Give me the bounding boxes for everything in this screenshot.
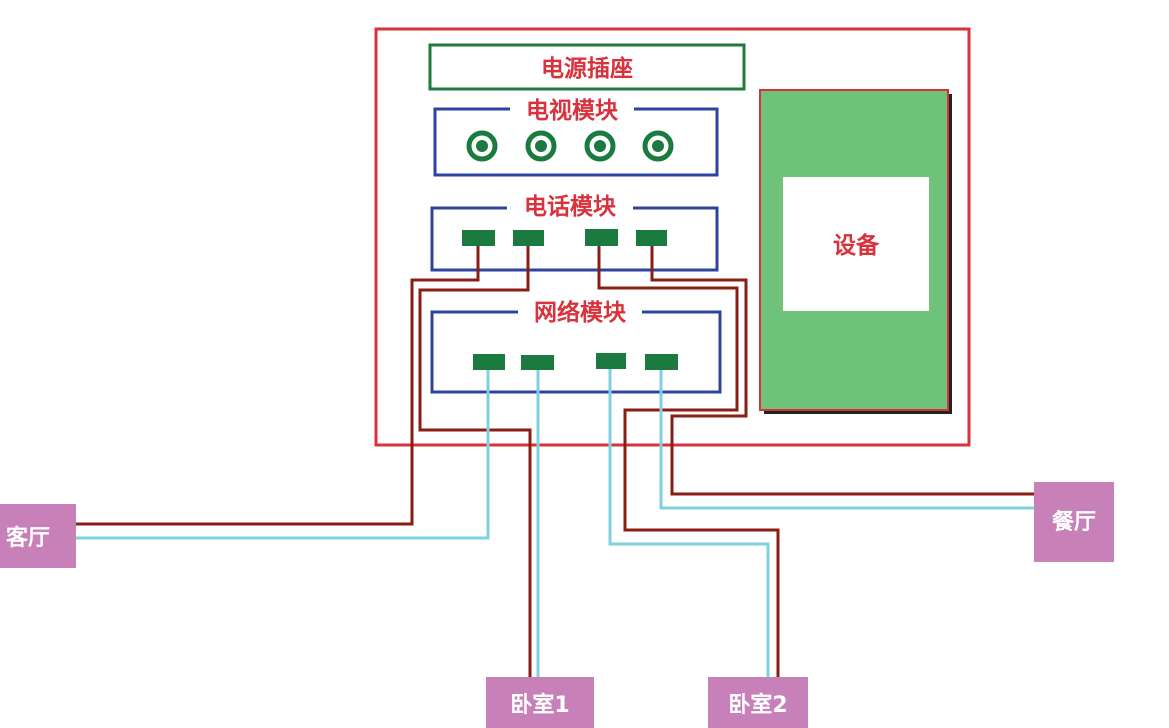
network-wire-living-room — [68, 362, 490, 540]
phone-wires — [68, 238, 1040, 680]
tv-ports — [466, 130, 674, 162]
network-wire-bedroom-2 — [608, 362, 770, 680]
network-module-label: 网络模块 — [534, 299, 626, 326]
room-living-room-label: 客厅 — [6, 525, 50, 551]
phone-wire-bedroom-1 — [418, 238, 532, 680]
tv-module-label: 电视模块 — [526, 97, 618, 124]
device-inner-panel — [783, 177, 929, 311]
power-socket-label: 电源插座 — [541, 55, 633, 82]
phone-module-label: 电话模块 — [524, 194, 616, 220]
network-wires — [68, 362, 1040, 680]
network-wire-dining-room — [659, 362, 1040, 510]
network-ports — [473, 353, 678, 370]
network-port-2 — [521, 355, 554, 370]
phone-wire-dining-room — [650, 238, 1040, 496]
network-port-4 — [645, 354, 678, 370]
power-socket-box — [428, 43, 746, 91]
room-bedroom-1-label: 卧室1 — [510, 692, 569, 718]
phone-wire-bedroom-2 — [597, 238, 780, 680]
phone-port-4 — [636, 230, 667, 246]
device-label: 设备 — [833, 232, 880, 259]
room-living-room-box — [0, 504, 76, 568]
room-bedroom-1-box — [486, 677, 594, 728]
phone-wire-living-room — [68, 238, 480, 526]
phone-port-2 — [513, 230, 544, 246]
room-dining-room-box — [1034, 482, 1114, 562]
room-bedroom-2-label: 卧室2 — [728, 692, 787, 718]
phone-port-3 — [585, 229, 618, 246]
network-port-3 — [596, 353, 626, 369]
tv-module-label-bg — [510, 96, 634, 122]
network-port-1 — [473, 354, 505, 370]
phone-port-1 — [462, 230, 495, 246]
room-bedroom-2-box — [708, 677, 808, 728]
room-dining-room-label: 餐厅 — [1052, 510, 1096, 535]
network-module-label-bg — [518, 298, 642, 324]
phone-ports — [462, 229, 667, 246]
phone-module-label-bg — [507, 192, 633, 218]
